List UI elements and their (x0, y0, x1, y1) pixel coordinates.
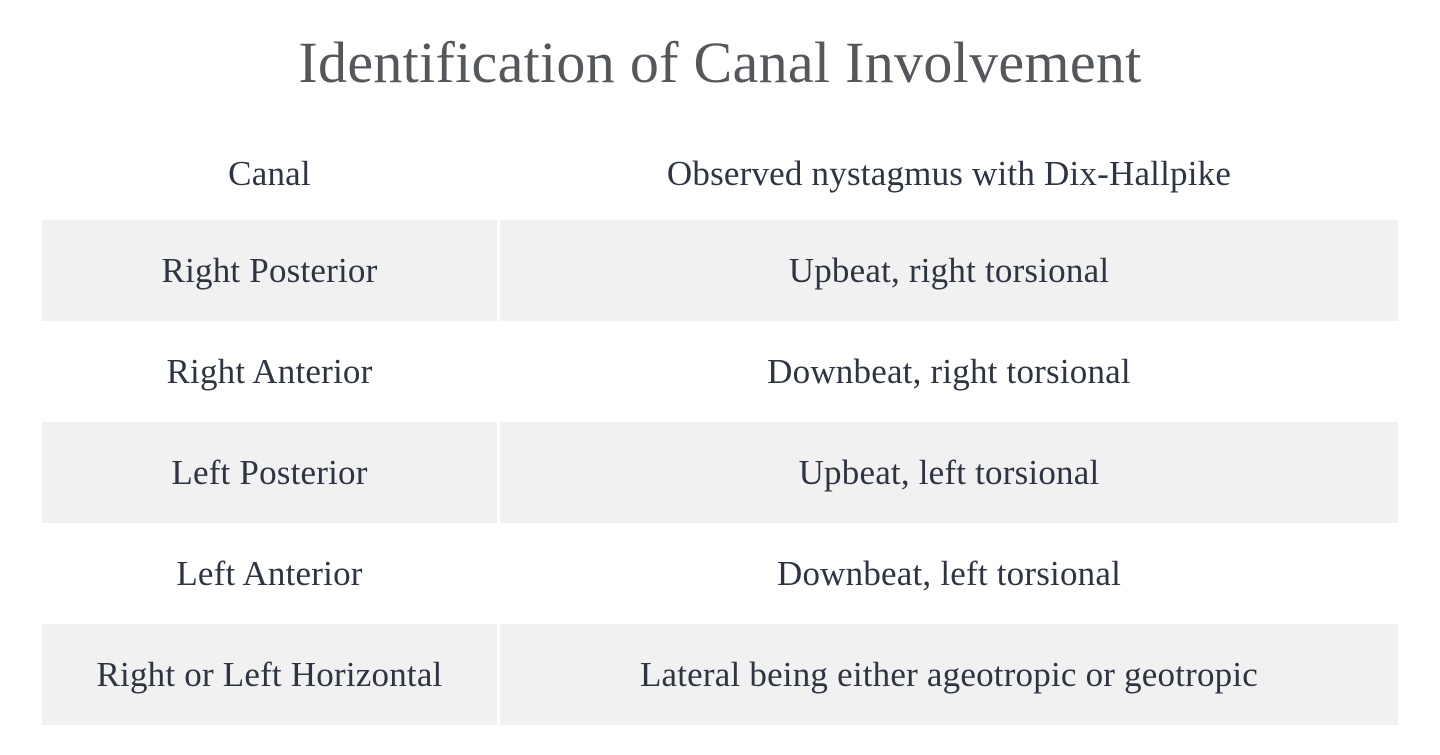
nystagmus-cell: Downbeat, right torsional (767, 351, 1131, 391)
nystagmus-cell: Lateral being either ageotropic or geotr… (500, 624, 1398, 726)
table-row: Left Anterior Downbeat, left torsional (42, 523, 1398, 624)
column-header-canal: Canal (228, 154, 311, 194)
canal-cell: Left Posterior (42, 422, 497, 524)
nystagmus-cell: Downbeat, left torsional (776, 553, 1122, 593)
nystagmus-cell: Upbeat, left torsional (500, 422, 1398, 524)
canal-cell: Right Anterior (166, 351, 373, 391)
canal-cell: Right Posterior (42, 220, 497, 322)
column-header-nystagmus: Observed nystagmus with Dix-Hallpike (666, 154, 1232, 194)
table-row: Right Posterior Upbeat, right torsional (42, 220, 1398, 322)
table-row: Right Anterior Downbeat, right torsional (42, 321, 1398, 422)
canal-involvement-table: Canal Observed nystagmus with Dix-Hallpi… (42, 128, 1398, 726)
page-title: Identification of Canal Involvement (298, 30, 1142, 95)
canal-cell: Right or Left Horizontal (42, 624, 497, 726)
nystagmus-cell: Upbeat, right torsional (500, 220, 1398, 322)
table-row: Left Posterior Upbeat, left torsional (42, 422, 1398, 524)
canal-cell: Left Anterior (176, 553, 363, 593)
table-row: Right or Left Horizontal Lateral being e… (42, 624, 1398, 726)
table-header-row: Canal Observed nystagmus with Dix-Hallpi… (42, 128, 1398, 220)
